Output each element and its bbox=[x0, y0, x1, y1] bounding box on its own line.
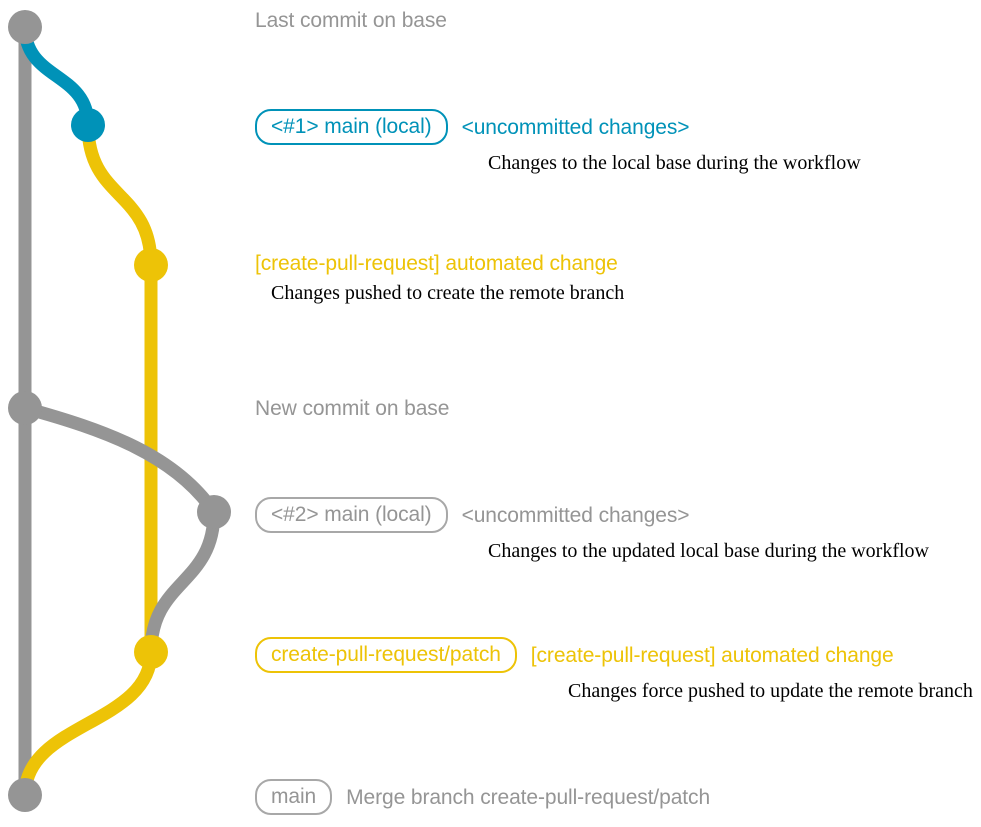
edge-local-1-to-patch-1 bbox=[81, 118, 158, 272]
commit-subject: [create-pull-request] automated change bbox=[530, 643, 894, 667]
annotation-line: [create-pull-request] automated change bbox=[255, 252, 624, 275]
annotation-last-commit-on-base: Last commit on base bbox=[255, 9, 447, 32]
annotation-new-commit-on-base: New commit on base bbox=[255, 397, 449, 420]
commit-node-base-1[interactable] bbox=[8, 10, 42, 44]
commit-node-local-1[interactable] bbox=[71, 108, 105, 142]
ref-pill-main-local-2[interactable]: <#2> main (local) bbox=[255, 497, 448, 533]
commit-subject: <uncommitted changes> bbox=[461, 503, 690, 527]
ref-pill-main[interactable]: main bbox=[255, 779, 333, 815]
annotation-automated-change-2: create-pull-request/patch [create-pull-r… bbox=[255, 637, 973, 702]
annotation-local-2: <#2> main (local) <uncommitted changes> … bbox=[255, 497, 929, 562]
annotation-line: <#1> main (local) <uncommitted changes> bbox=[255, 109, 861, 145]
commit-description: Changes pushed to create the remote bran… bbox=[271, 282, 625, 304]
commit-subject: New commit on base bbox=[255, 397, 450, 420]
commit-description: Changes to the local base during the wor… bbox=[488, 152, 861, 174]
commit-subject: Last commit on base bbox=[255, 9, 447, 32]
commit-node-patch-1[interactable] bbox=[134, 248, 168, 282]
commit-node-base-2[interactable] bbox=[8, 391, 42, 425]
commit-description: Changes to the updated local base during… bbox=[488, 540, 929, 562]
commit-subject: Merge branch create-pull-request/patch bbox=[346, 785, 711, 809]
edge-base-to-local-1 bbox=[18, 20, 95, 132]
annotation-local-1: <#1> main (local) <uncommitted changes> … bbox=[255, 109, 861, 174]
annotation-line: <#2> main (local) <uncommitted changes> bbox=[255, 497, 929, 533]
edge-local-2-to-patch-2 bbox=[144, 505, 221, 659]
commit-subject: <uncommitted changes> bbox=[461, 115, 690, 139]
branch-graph bbox=[8, 10, 231, 812]
ref-pill-create-pull-request-patch[interactable]: create-pull-request/patch bbox=[255, 637, 517, 673]
edge-patch-2-to-merge bbox=[18, 645, 158, 802]
edge-base-2-to-local-2 bbox=[18, 401, 221, 519]
commit-node-local-2[interactable] bbox=[197, 495, 231, 529]
commit-node-patch-2[interactable] bbox=[134, 635, 168, 669]
annotation-line: Last commit on base bbox=[255, 9, 447, 32]
annotation-line: New commit on base bbox=[255, 397, 449, 420]
annotation-line: main Merge branch create-pull-request/pa… bbox=[255, 779, 710, 815]
commit-subject: [create-pull-request] automated change bbox=[255, 252, 618, 275]
annotation-merge-commit: main Merge branch create-pull-request/pa… bbox=[255, 779, 710, 815]
ref-pill-main-local-1[interactable]: <#1> main (local) bbox=[255, 109, 448, 145]
annotation-line: create-pull-request/patch [create-pull-r… bbox=[255, 637, 973, 673]
commit-description: Changes force pushed to update the remot… bbox=[568, 680, 973, 702]
commit-node-merge[interactable] bbox=[8, 778, 42, 812]
annotation-automated-change-1: [create-pull-request] automated change C… bbox=[255, 252, 624, 304]
